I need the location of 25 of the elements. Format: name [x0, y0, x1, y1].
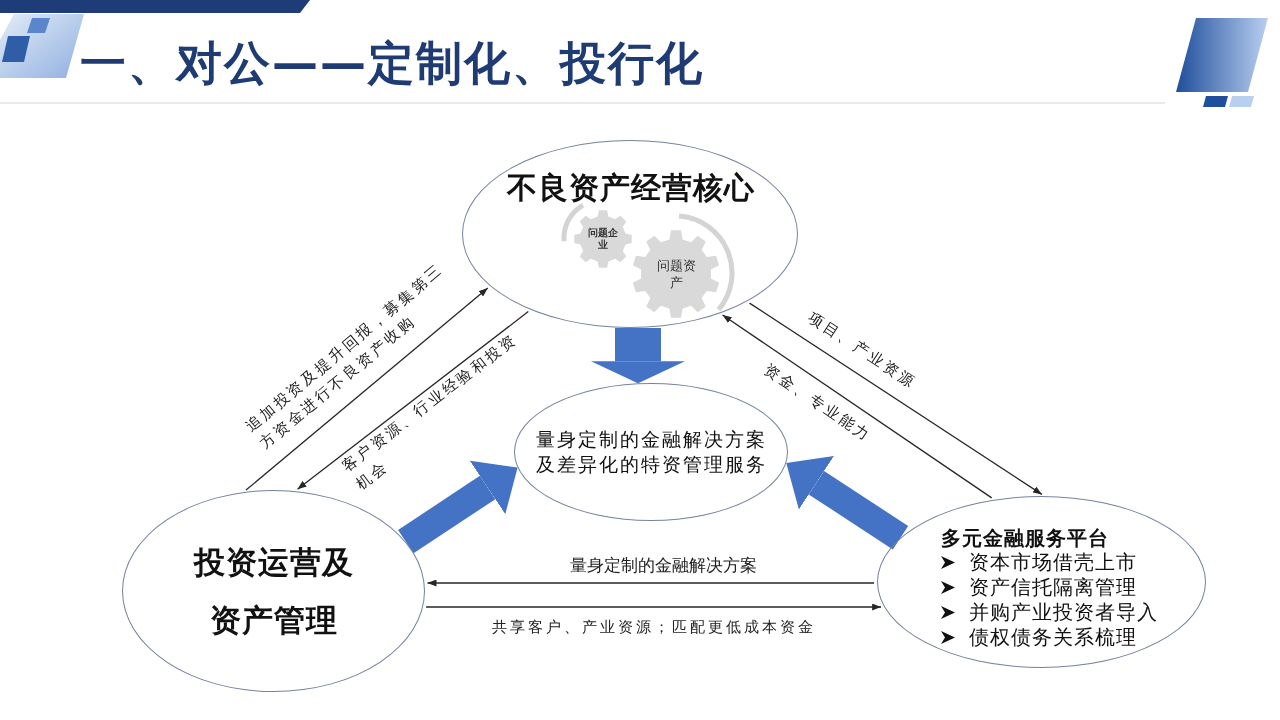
- gear-label: 问题企业: [587, 227, 619, 251]
- arrow: [426, 579, 875, 587]
- arrow: [748, 302, 1043, 496]
- arrow: [296, 310, 529, 490]
- list-item: 并购产业投资者导入: [969, 600, 1158, 625]
- slide-title: 一、对公——定制化、投行化: [80, 36, 704, 90]
- arrow: [245, 287, 489, 491]
- arrow: [425, 603, 882, 611]
- node-text: 投资运营及资产管理: [192, 543, 355, 640]
- gear-shape: [574, 210, 632, 268]
- node-text: 量身定制的金融解决方案及差异化的特资管理服务: [534, 427, 768, 477]
- gear-shape: [632, 230, 720, 318]
- list-item: 债权债务关系梳理: [969, 625, 1137, 650]
- list-item: 资产信托隔离管理: [969, 575, 1137, 600]
- gear-label: 问题资产: [655, 257, 697, 291]
- list-heading: 多元金融服务平台: [941, 526, 1110, 550]
- edge-label: 项目、产业资源: [803, 307, 921, 394]
- list-item: 资本市场借壳上市: [969, 550, 1137, 575]
- node-title: 不良资产经营核心: [506, 173, 756, 203]
- block-arrow: [786, 455, 909, 550]
- arrow: [721, 314, 993, 499]
- edge-label: 共享客户、产业资源；匹配更低成本资金: [491, 617, 817, 638]
- edge-label: 量身定制的金融解决方案: [568, 554, 758, 576]
- block-arrow: [591, 327, 685, 384]
- block-arrow: [398, 460, 518, 554]
